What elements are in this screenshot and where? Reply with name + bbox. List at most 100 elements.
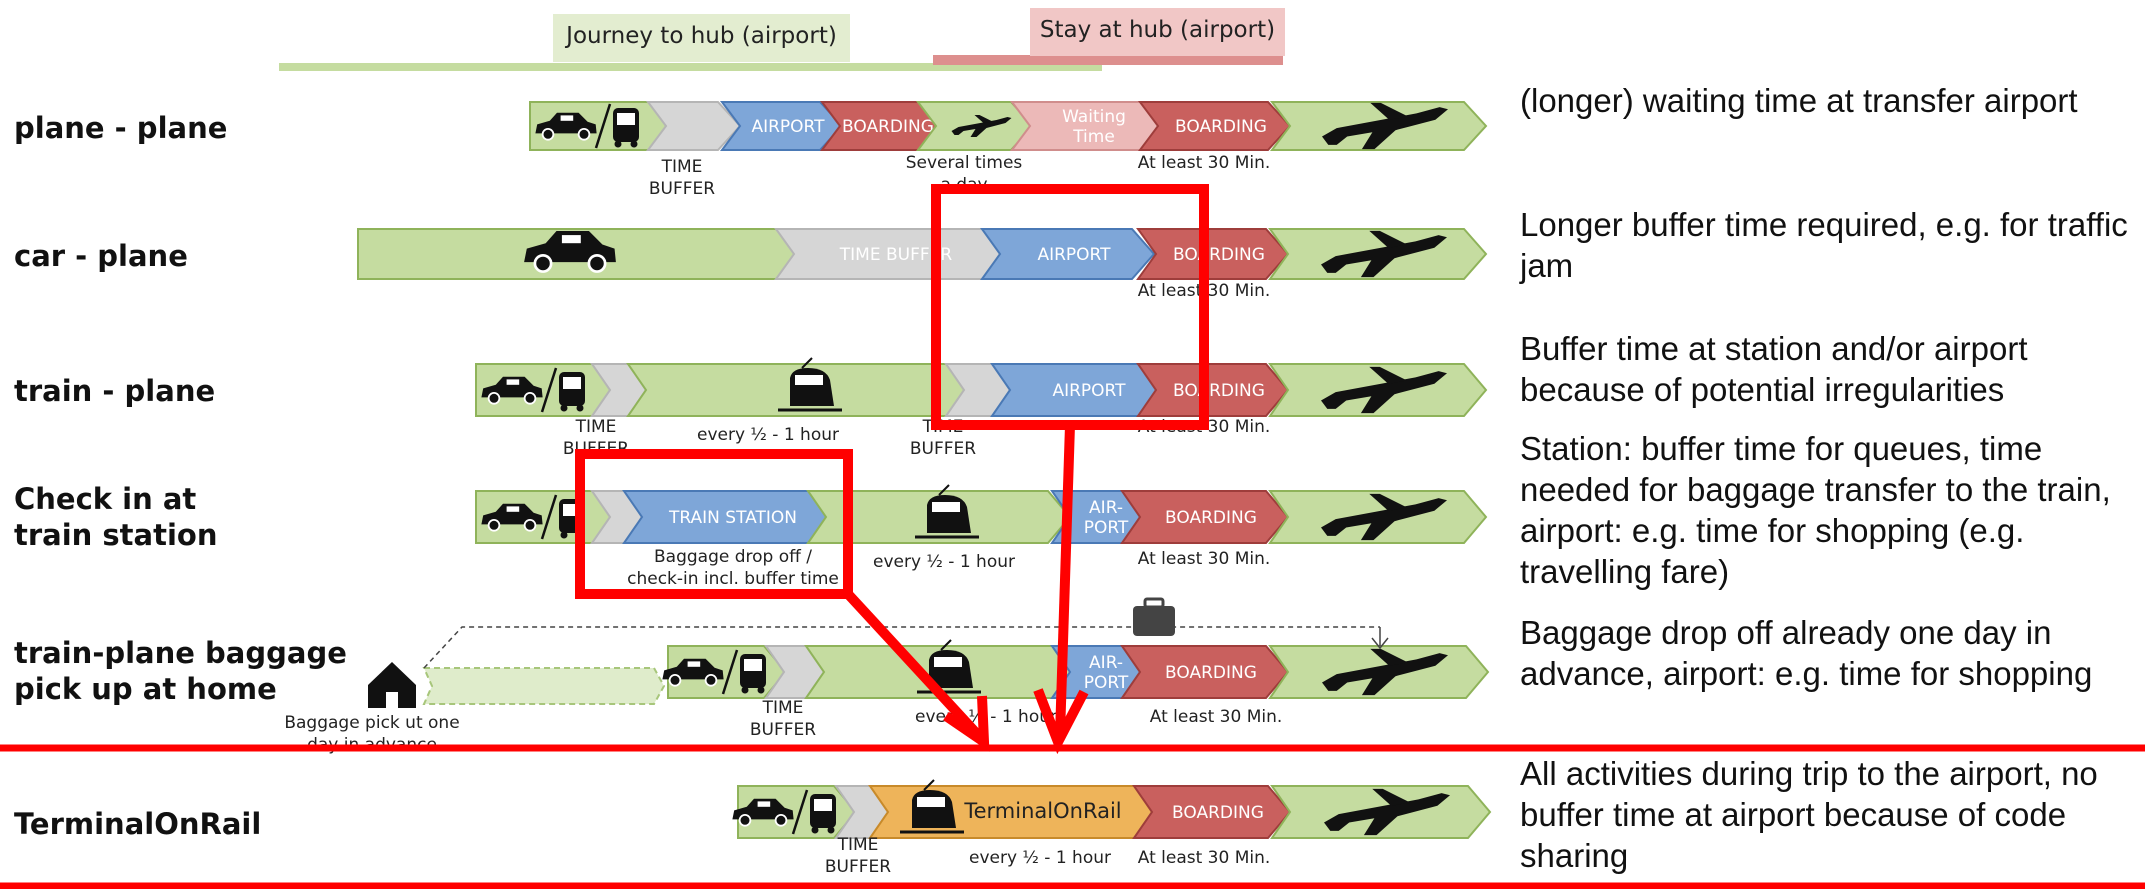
train-window-shape xyxy=(917,797,945,807)
chevron-label: AIRPORT xyxy=(751,117,825,137)
slash-shape xyxy=(791,789,809,835)
chevron-note: Baggage drop off / xyxy=(654,547,812,567)
chevron-label: Time xyxy=(1072,127,1115,147)
chevron-label: TRAIN STATION xyxy=(668,508,797,528)
dotted-arrowhead xyxy=(1371,627,1389,650)
train-pantograph-shape xyxy=(940,639,952,651)
bus-wheel-shape xyxy=(614,140,622,148)
car-window-shape xyxy=(687,661,701,667)
car-window-shape xyxy=(757,801,771,807)
highlight-overlay xyxy=(0,184,2145,889)
plane-wing-shape xyxy=(974,115,993,123)
bus-wheel-shape xyxy=(630,140,638,148)
green-chevron xyxy=(529,101,672,151)
chevron-note: TIME xyxy=(837,835,879,855)
chevron-note: every ½ - 1 hour xyxy=(697,425,839,445)
chevron-note: every ½ - 1 hour xyxy=(873,552,1015,572)
green-chevron xyxy=(1270,101,1488,151)
chevron-note: At least 30 Min. xyxy=(1150,707,1283,727)
highlight-arrowhead xyxy=(943,695,990,752)
car-body-shape xyxy=(535,112,597,134)
bus-wheel-shape xyxy=(811,826,819,834)
car-wheel-shape xyxy=(523,518,537,532)
car-body-shape xyxy=(662,658,724,680)
red-chevron: BOARDING xyxy=(1120,490,1290,544)
chevron-label: BOARDING xyxy=(1173,245,1265,265)
row-description-train-plane: Buffer time at station and/or airport be… xyxy=(1520,330,2028,408)
highlight-arrowhead xyxy=(1033,688,1089,755)
green-chevron xyxy=(1268,490,1488,544)
blue-chevron: AIRPORT xyxy=(980,228,1156,280)
plane-shape xyxy=(1322,653,1448,696)
bus-wheel-shape xyxy=(741,686,749,694)
chevron-note: BUFFER xyxy=(910,439,976,459)
bus-wheel-shape xyxy=(560,404,568,412)
row-label-car-plane: car - plane xyxy=(14,239,188,273)
row-label-plane-plane: plane - plane xyxy=(14,111,228,145)
car-wheel-shape xyxy=(577,128,591,141)
bus-window-shape xyxy=(744,659,762,671)
red-chevron: BOARDING xyxy=(1138,101,1292,151)
chevron-shape xyxy=(1138,101,1292,151)
red-chevron: BOARDING xyxy=(820,101,944,151)
plane-shape xyxy=(1321,371,1447,414)
car-body-shape xyxy=(524,231,616,263)
chevron-note: Several times xyxy=(906,153,1023,173)
car-wheel-shape xyxy=(533,254,553,273)
chevron-label: BOARDING xyxy=(1165,508,1257,528)
row-label-terminalonrail: TerminalOnRail xyxy=(14,807,262,841)
car-window-shape xyxy=(560,115,574,121)
bus-window-shape xyxy=(814,799,832,811)
car-body-shape xyxy=(732,798,794,820)
stay-header: Stay at hub (airport) xyxy=(1030,8,1285,56)
red-chevron: BOARDING xyxy=(1136,363,1290,417)
highlight-arrow-line xyxy=(844,590,982,739)
green-chevron xyxy=(1270,785,1492,839)
plane-wing-shape xyxy=(1369,366,1408,384)
chevron-note: every ½ - 1 hour xyxy=(969,848,1111,868)
car-wheel-shape xyxy=(587,254,607,273)
chevron-shape xyxy=(1136,363,1290,417)
train-pantograph-shape xyxy=(938,484,950,496)
orange-chevron: TerminalOnRail xyxy=(868,779,1158,839)
green-chevron xyxy=(1268,645,1490,699)
slash-shape xyxy=(540,494,558,540)
train-pantograph-shape xyxy=(801,357,813,369)
plane-shape xyxy=(1322,107,1448,150)
green-chevron xyxy=(475,363,618,417)
chevron-note: TIME xyxy=(762,698,804,718)
plane-wing-shape xyxy=(1369,230,1408,248)
bus-wheel-shape xyxy=(560,531,568,539)
grey-chevron: TIME BUFFER xyxy=(774,228,1006,280)
row-label-train-plane: train - plane xyxy=(14,374,216,408)
chevron-note: Baggage pick ut one xyxy=(284,713,459,733)
red-chevron: BOARDING xyxy=(1120,645,1290,699)
chevron-note: check-in incl. buffer time xyxy=(627,569,839,589)
plane-wing-shape xyxy=(1370,102,1409,120)
chevron-label: Waiting xyxy=(1062,107,1126,127)
house-icon xyxy=(368,662,416,708)
highlight-arrow-line xyxy=(1055,424,1075,736)
row-description-baggage-pickup: Baggage drop off already one day in adva… xyxy=(1520,614,2093,692)
row-description-car-plane: Longer buffer time required, e.g. for tr… xyxy=(1520,206,2128,284)
journey-header: Journey to hub (airport) xyxy=(553,14,850,62)
car-wheel-shape xyxy=(523,391,537,405)
chevron-shape xyxy=(720,101,844,151)
chevron-label: AIR- xyxy=(1089,653,1123,673)
car-window-shape xyxy=(561,235,581,244)
green-chevron xyxy=(1268,363,1488,417)
bus-wheel-shape xyxy=(757,686,765,694)
chevron-shape xyxy=(1132,785,1292,839)
bus-window-shape xyxy=(617,113,635,125)
chevron-shape xyxy=(646,101,742,151)
chevron-note: At least 30 Min. xyxy=(1138,549,1271,569)
chevron-label: AIRPORT xyxy=(1037,245,1111,265)
plane-shape xyxy=(951,117,1012,137)
green-chevron xyxy=(357,228,800,280)
train-window-shape xyxy=(795,375,823,385)
blue-chevron: AIRPORT xyxy=(720,101,844,151)
car-wheel-shape xyxy=(487,391,501,405)
grey-chevron xyxy=(646,101,742,151)
